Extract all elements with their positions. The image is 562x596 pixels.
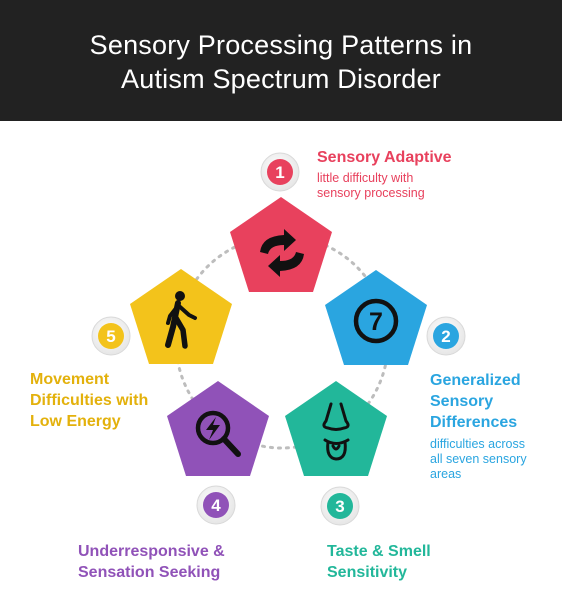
pattern-5-title-line: Low Energy — [30, 413, 121, 430]
pentagon-4 — [167, 381, 269, 476]
pattern-2-description: difficulties across all seven sensory ar… — [430, 437, 527, 482]
pattern-4-title: Underresponsive & Sensation Seeking — [78, 541, 225, 583]
badge-4: 4 — [196, 485, 236, 525]
pentagon-5 — [130, 269, 232, 364]
badge-1: 1 — [260, 152, 300, 192]
pattern-5-title-line: Difficulties with — [30, 392, 149, 409]
patterns-diagram: 7 1 — [91, 152, 466, 526]
title-line-1: Sensory Processing Patterns in — [89, 30, 473, 60]
pattern-3-title-line: Taste & Smell — [327, 543, 431, 560]
header-banner: Sensory Processing Patterns in Autism Sp… — [0, 0, 562, 121]
magnifier-bolt-icon — [195, 410, 241, 457]
seven-circle-icon: 7 — [353, 298, 399, 344]
badge-4-number: 4 — [211, 496, 221, 515]
walking-person-icon — [165, 291, 197, 349]
seven-icon-text: 7 — [369, 308, 383, 336]
pattern-2-title-line: Generalized — [430, 372, 521, 389]
badge-5-number: 5 — [106, 327, 115, 346]
pattern-2-description-line: all seven sensory — [430, 452, 527, 466]
badge-2-number: 2 — [441, 327, 450, 346]
pattern-2-title: Generalized Sensory Differences — [430, 370, 521, 433]
nose-mouth-icon — [322, 402, 350, 461]
pattern-2-description-line: difficulties across — [430, 437, 525, 451]
pattern-2-title-line: Differences — [430, 414, 518, 431]
pattern-2-title-line: Sensory — [430, 393, 494, 410]
badge-3-number: 3 — [335, 497, 344, 516]
title-line-2: Autism Spectrum Disorder — [121, 64, 441, 94]
swap-arrows-icon — [260, 229, 304, 277]
pentagon-2 — [325, 270, 427, 365]
pattern-4-title-line: Sensation Seeking — [78, 564, 221, 581]
pattern-5-title-line: Movement — [30, 371, 110, 388]
badge-1-number: 1 — [275, 163, 284, 182]
pattern-1-title: Sensory Adaptive — [317, 149, 452, 166]
pattern-2-description-line: areas — [430, 467, 462, 481]
badge-5: 5 — [91, 316, 131, 356]
pattern-1-description-line: little difficulty with — [317, 171, 414, 185]
pattern-4-title-line: Underresponsive & — [78, 543, 225, 560]
pattern-1-description-line: sensory processing — [317, 186, 425, 200]
pattern-3-title-line: Sensitivity — [327, 564, 408, 581]
pattern-1-description: little difficulty with sensory processin… — [317, 171, 425, 201]
pattern-5-title: Movement Difficulties with Low Energy — [30, 369, 148, 432]
badge-2: 2 — [426, 316, 466, 356]
badge-3: 3 — [320, 486, 360, 526]
pattern-3-title: Taste & Smell Sensitivity — [327, 541, 431, 583]
